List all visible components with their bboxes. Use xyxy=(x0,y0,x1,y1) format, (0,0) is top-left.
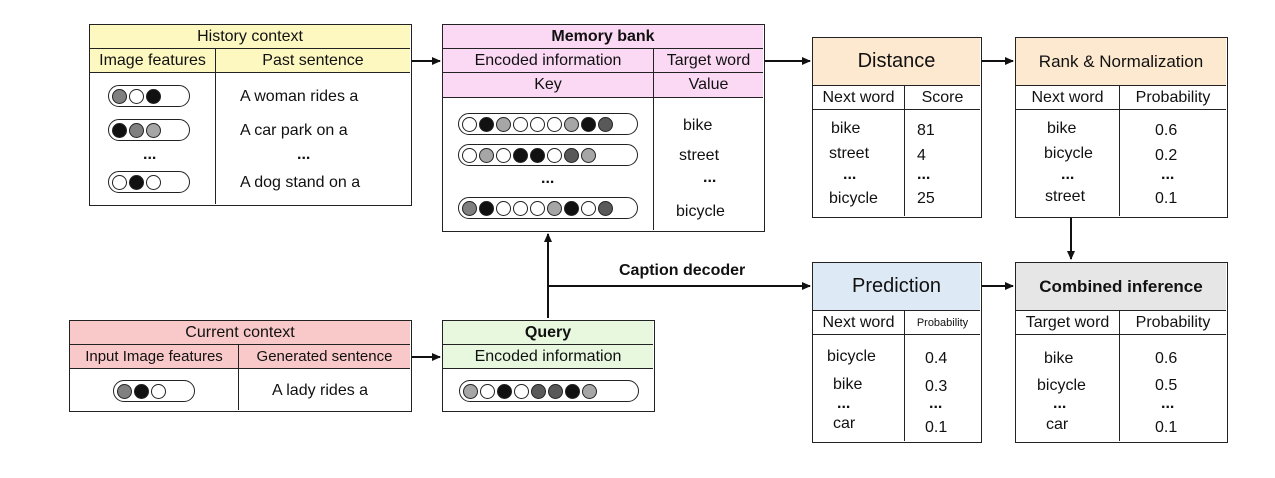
prediction-word: car xyxy=(833,415,856,432)
history-sentence: A car park on a xyxy=(240,122,348,139)
rank-word-ellipsis: ... xyxy=(1061,166,1075,183)
memory-value-ellipsis: ... xyxy=(703,169,717,186)
memory-keys-ellipsis: ... xyxy=(541,170,555,187)
combined-word: bicycle xyxy=(1037,377,1086,394)
combined-prob: 0.1 xyxy=(1155,419,1178,436)
query-encoded-label: Encoded information xyxy=(443,345,653,369)
combined-col-probability: Probability xyxy=(1120,311,1226,335)
current-col-input-features: Input Image features xyxy=(70,345,239,369)
rank-word-column xyxy=(1016,110,1120,216)
rank-normalization-box: Rank & Normalization Next word Probabili… xyxy=(1015,37,1228,218)
current-feature-column xyxy=(70,369,239,410)
history-context-box: History context Image features Past sent… xyxy=(89,24,412,206)
key-vector-icon xyxy=(458,113,638,135)
rank-title: Rank & Normalization xyxy=(1016,38,1226,86)
prediction-word: bike xyxy=(833,376,863,393)
memory-value: bicycle xyxy=(676,203,725,220)
input-feature-vector-icon xyxy=(113,380,195,402)
prediction-word: bicycle xyxy=(827,348,876,365)
rank-prob: 0.1 xyxy=(1155,190,1178,207)
key-vector-icon xyxy=(458,144,638,166)
distance-score: 25 xyxy=(917,190,935,207)
prediction-word-column xyxy=(813,335,905,441)
rank-col-probability: Probability xyxy=(1120,86,1226,110)
current-col-generated-sentence: Generated sentence xyxy=(239,345,410,369)
query-box: Query Encoded information xyxy=(442,320,655,412)
distance-col-next-word: Next word xyxy=(813,86,905,110)
history-sentence: A woman rides a xyxy=(240,88,359,105)
prediction-prob-ellipsis: ... xyxy=(929,395,943,412)
rank-prob: 0.2 xyxy=(1155,147,1178,164)
memory-value-header: Value xyxy=(654,73,763,98)
memory-bank-box: Memory bank Encoded information Target w… xyxy=(442,24,765,232)
rank-word: street xyxy=(1045,188,1086,205)
prediction-prob: 0.3 xyxy=(925,378,948,395)
rank-word: bike xyxy=(1047,120,1077,137)
combined-word: car xyxy=(1046,416,1069,433)
current-title: Current context xyxy=(70,321,410,345)
history-title: History context xyxy=(90,25,410,49)
distance-word: bike xyxy=(831,120,861,137)
combined-prob: 0.5 xyxy=(1155,377,1178,394)
memory-key-column xyxy=(443,98,654,230)
key-vector-icon xyxy=(458,197,638,219)
history-sentence-ellipsis: ... xyxy=(297,146,311,163)
memory-key-header: Key xyxy=(443,73,654,98)
combined-prob-ellipsis: ... xyxy=(1161,395,1175,412)
rank-col-next-word: Next word xyxy=(1016,86,1120,110)
distance-title: Distance xyxy=(813,38,980,86)
memory-col-target-word: Target word xyxy=(654,49,763,73)
rank-word: bicycle xyxy=(1044,145,1093,162)
caption-decoder-label: Caption decoder xyxy=(619,262,746,279)
combined-col-target-word: Target word xyxy=(1016,311,1120,335)
distance-score: 81 xyxy=(917,122,935,139)
distance-word: street xyxy=(829,145,870,162)
feature-vector-icon xyxy=(108,171,190,193)
history-features-ellipsis: ... xyxy=(143,146,157,163)
feature-vector-icon xyxy=(108,85,190,107)
query-vector-icon xyxy=(459,380,639,402)
distance-score-ellipsis: ... xyxy=(917,166,931,183)
distance-word-ellipsis: ... xyxy=(843,166,857,183)
query-title: Query xyxy=(443,321,653,345)
distance-box: Distance Next word Score bike street ...… xyxy=(812,37,982,218)
combined-prob: 0.6 xyxy=(1155,350,1178,367)
rank-prob-ellipsis: ... xyxy=(1161,166,1175,183)
prediction-prob: 0.4 xyxy=(925,350,948,367)
current-context-box: Current context Input Image features Gen… xyxy=(69,320,412,412)
memory-title: Memory bank xyxy=(443,25,763,49)
prediction-title: Prediction xyxy=(813,263,980,311)
memory-value: bike xyxy=(683,117,713,134)
prediction-col-probability: Probability xyxy=(905,311,980,335)
history-sentence: A dog stand on a xyxy=(240,174,361,191)
combined-inference-box: Combined inference Target word Probabili… xyxy=(1015,262,1228,443)
current-generated-sentence: A lady rides a xyxy=(272,382,369,399)
rank-prob: 0.6 xyxy=(1155,122,1178,139)
prediction-col-next-word: Next word xyxy=(813,311,905,335)
combined-word: bike xyxy=(1044,350,1074,367)
prediction-box: Prediction Next word Probability bicycle… xyxy=(812,262,982,443)
prediction-word-ellipsis: ... xyxy=(837,395,851,412)
history-image-features-column xyxy=(90,73,216,204)
distance-word: bicycle xyxy=(829,190,878,207)
distance-score: 4 xyxy=(917,147,926,164)
memory-col-encoded: Encoded information xyxy=(443,49,654,73)
combined-word-ellipsis: ... xyxy=(1053,395,1067,412)
distance-col-score: Score xyxy=(905,86,980,110)
memory-value: street xyxy=(679,147,720,164)
history-col-past-sentence: Past sentence xyxy=(216,49,410,73)
distance-word-column xyxy=(813,110,905,216)
combined-title: Combined inference xyxy=(1016,263,1226,311)
history-col-image-features: Image features xyxy=(90,49,216,73)
feature-vector-icon xyxy=(108,119,190,141)
combined-word-column xyxy=(1016,335,1120,441)
prediction-prob: 0.1 xyxy=(925,419,948,436)
